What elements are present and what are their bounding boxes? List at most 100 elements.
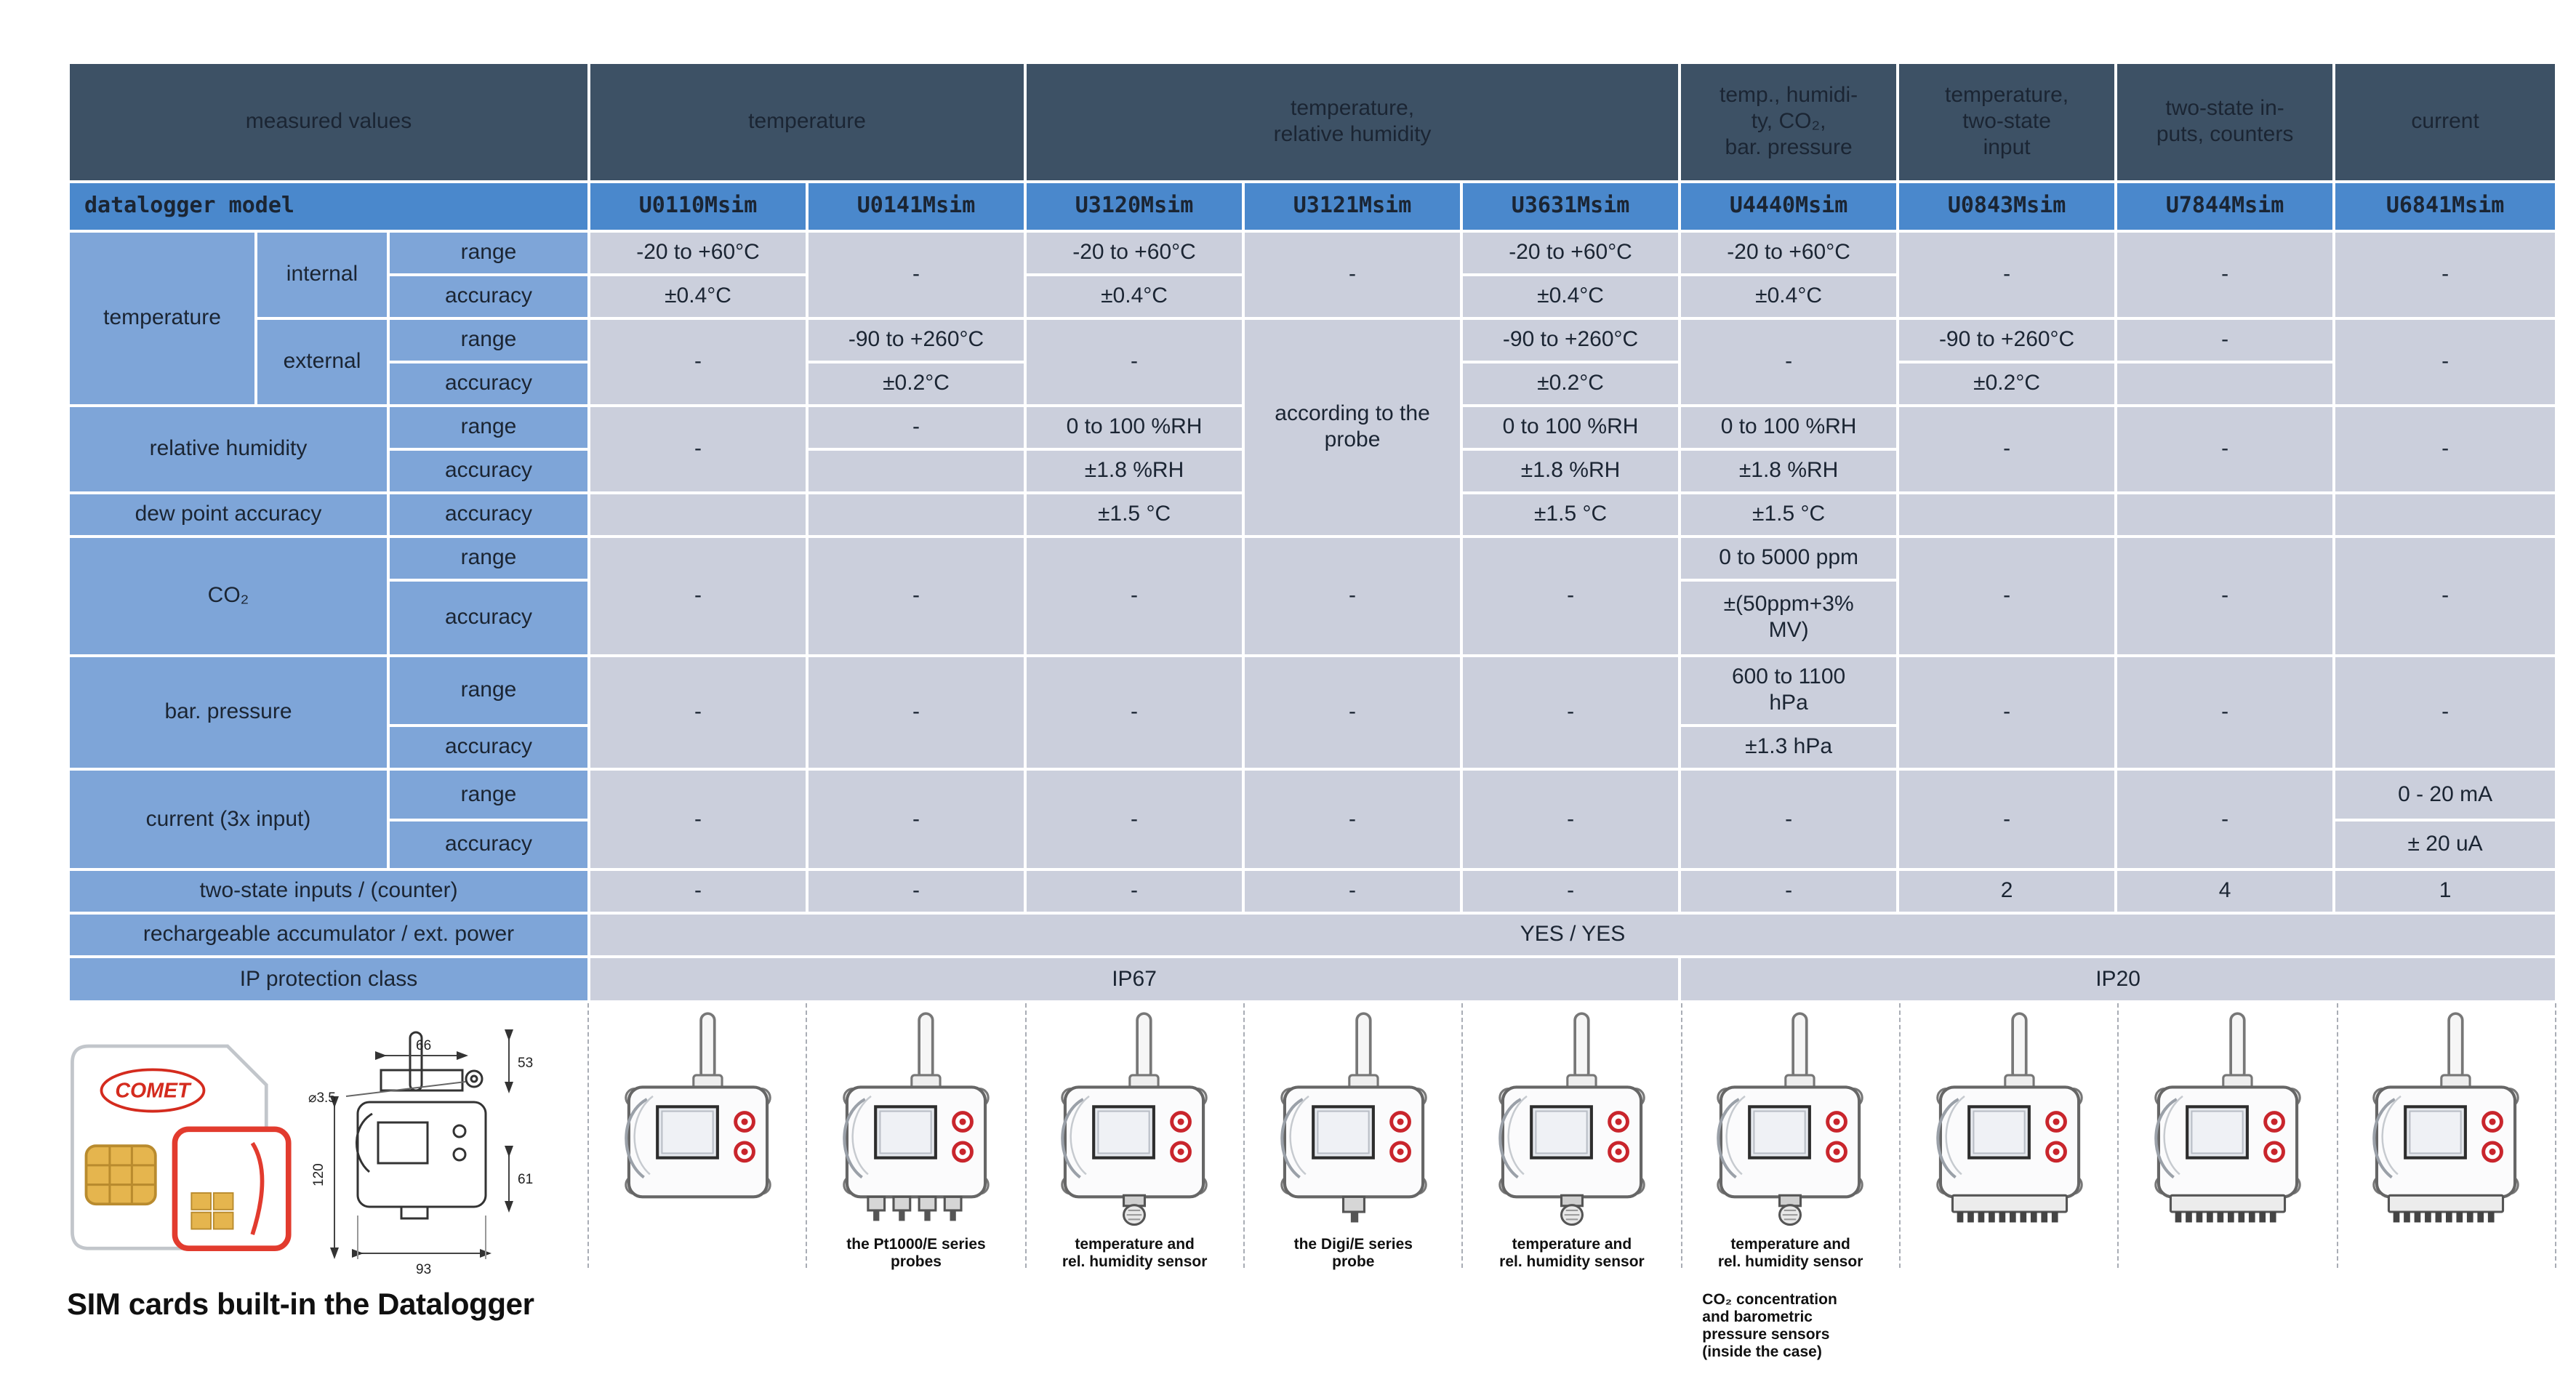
dim-93: 93 bbox=[416, 1262, 431, 1277]
spec-value: - bbox=[806, 868, 1027, 915]
spec-value bbox=[806, 491, 1027, 538]
spec-value: ±1.5 °C bbox=[1460, 491, 1682, 538]
spec-value: ±0.4°C bbox=[1678, 273, 1900, 320]
spec-value: - bbox=[587, 768, 809, 871]
spec-value: ±0.2°C bbox=[1896, 361, 2118, 407]
spec-value: - bbox=[1460, 654, 1682, 771]
column-group-header: two-state in- puts, counters bbox=[2114, 61, 2336, 183]
dim-hole: ⌀3.5 bbox=[308, 1090, 336, 1106]
row-label: CO₂ bbox=[67, 535, 390, 657]
spec-value: - bbox=[2114, 317, 2336, 363]
model-name: U7844Msim bbox=[2114, 180, 2336, 233]
model-name: U6841Msim bbox=[2332, 180, 2559, 233]
model-name: U4440Msim bbox=[1678, 180, 1900, 233]
spec-value: - bbox=[806, 230, 1027, 320]
dim-61: 61 bbox=[518, 1172, 533, 1187]
spec-value: - bbox=[587, 654, 809, 771]
device-column-U6841Msim bbox=[2336, 1003, 2555, 1268]
spec-value: ±0.2°C bbox=[1460, 361, 1682, 407]
spec-value: ±1.3 hPa bbox=[1678, 724, 1900, 771]
dimension-drawing: 53 66 120 61 ⌀3.5 93 bbox=[308, 1029, 533, 1277]
datalogger-illustration bbox=[1919, 1009, 2099, 1242]
spec-value: - bbox=[1678, 317, 1900, 407]
spec-value: 0 to 100 %RH bbox=[1460, 404, 1682, 451]
spec-value: - bbox=[2332, 535, 2559, 657]
spec-value: - bbox=[1678, 868, 1900, 915]
device-column-U3120Msim: temperature and rel. humidity sensor bbox=[1024, 1003, 1243, 1271]
spec-value: - bbox=[1896, 404, 2118, 494]
spec-value: YES / YES bbox=[587, 912, 2559, 958]
spec-value: - bbox=[1024, 768, 1245, 871]
spec-value: -90 to +260°C bbox=[1896, 317, 2118, 363]
device-column-U3121Msim: the Digi/E series probe bbox=[1243, 1003, 1462, 1271]
comet-logo-oval bbox=[100, 1068, 206, 1113]
spec-value: -20 to +60°C bbox=[1024, 230, 1245, 276]
model-name: U3120Msim bbox=[1024, 180, 1245, 233]
column-group-header: current bbox=[2332, 61, 2559, 183]
spec-value: 0 to 100 %RH bbox=[1678, 404, 1900, 451]
spec-value: ±0.4°C bbox=[1460, 273, 1682, 320]
row-label: range bbox=[386, 535, 591, 582]
spec-value: 2 bbox=[1896, 868, 2118, 915]
spec-value: 4 bbox=[2114, 868, 2336, 915]
row-label: accuracy bbox=[386, 361, 591, 407]
device-caption: CO₂ concentration and barometric pressur… bbox=[1702, 1291, 1837, 1362]
row-label: accuracy bbox=[386, 724, 591, 771]
device-caption: temperature and rel. humidity sensor bbox=[1062, 1236, 1208, 1271]
datalogger-model-label: datalogger model bbox=[66, 180, 591, 233]
spec-value: IP20 bbox=[1678, 955, 2559, 1003]
spec-value: 1 bbox=[2332, 868, 2559, 915]
row-label: range bbox=[386, 768, 591, 821]
datalogger-illustration bbox=[607, 1009, 787, 1242]
spec-value: -90 to +260°C bbox=[1460, 317, 1682, 363]
sim-card-illustration: COMET bbox=[71, 1044, 292, 1252]
datalogger-illustration bbox=[1263, 1009, 1443, 1242]
dim-120: 120 bbox=[311, 1163, 326, 1186]
spec-value: - bbox=[1242, 535, 1464, 657]
device-column-U7844Msim bbox=[2117, 1003, 2337, 1268]
spec-value: 0 to 100 %RH bbox=[1024, 404, 1245, 451]
row-label: range bbox=[386, 230, 591, 276]
spec-value: - bbox=[1896, 535, 2118, 657]
spec-value: - bbox=[1242, 868, 1464, 915]
spec-value bbox=[1896, 491, 2118, 538]
spec-value: - bbox=[1460, 768, 1682, 871]
row-label: accuracy bbox=[386, 819, 591, 871]
row-label: accuracy bbox=[386, 448, 591, 494]
model-name: U0141Msim bbox=[806, 180, 1027, 233]
sim-card-small bbox=[172, 1126, 292, 1252]
dim-66: 66 bbox=[416, 1038, 431, 1053]
datalogger-illustration bbox=[1482, 1009, 1662, 1242]
datalogger-illustration bbox=[826, 1009, 1006, 1242]
column-group-header: temp., humidi- ty, CO₂, bar. pressure bbox=[1678, 61, 1900, 183]
spec-value: -20 to +60°C bbox=[587, 230, 809, 276]
device-caption: temperature and rel. humidity sensor bbox=[1717, 1236, 1863, 1271]
datalogger-illustration bbox=[2356, 1009, 2537, 1242]
spec-value bbox=[806, 448, 1027, 494]
row-label: bar. pressure bbox=[67, 654, 390, 771]
row-label: range bbox=[386, 404, 591, 451]
spec-value: ± 20 uA bbox=[2332, 819, 2559, 871]
spec-value: - bbox=[806, 404, 1027, 451]
spec-value: - bbox=[587, 317, 809, 407]
spec-value: - bbox=[1242, 230, 1464, 320]
spec-value: 0 to 5000 ppm bbox=[1678, 535, 1900, 582]
row-label: accuracy bbox=[386, 491, 591, 538]
row-label: dew point accuracy bbox=[67, 491, 390, 538]
spec-value: ±1.8 %RH bbox=[1024, 448, 1245, 494]
spec-value: - bbox=[1678, 768, 1900, 871]
spec-value: ±1.5 °C bbox=[1024, 491, 1245, 538]
spec-value: according to the probe bbox=[1242, 317, 1464, 538]
spec-value: - bbox=[1896, 230, 2118, 320]
sim-caption-title: SIM cards built-in the Datalogger bbox=[67, 1288, 534, 1322]
comet-logo-text: COMET bbox=[115, 1079, 192, 1102]
spec-value: - bbox=[2114, 768, 2336, 871]
spec-value: 0 - 20 mA bbox=[2332, 768, 2559, 821]
row-label: IP protection class bbox=[66, 955, 591, 1003]
spec-value: - bbox=[1024, 654, 1245, 771]
spec-value: ±1.8 %RH bbox=[1460, 448, 1682, 494]
column-group-header: measured values bbox=[66, 61, 591, 183]
row-label: temperature bbox=[67, 230, 257, 407]
spec-value bbox=[2114, 361, 2336, 407]
